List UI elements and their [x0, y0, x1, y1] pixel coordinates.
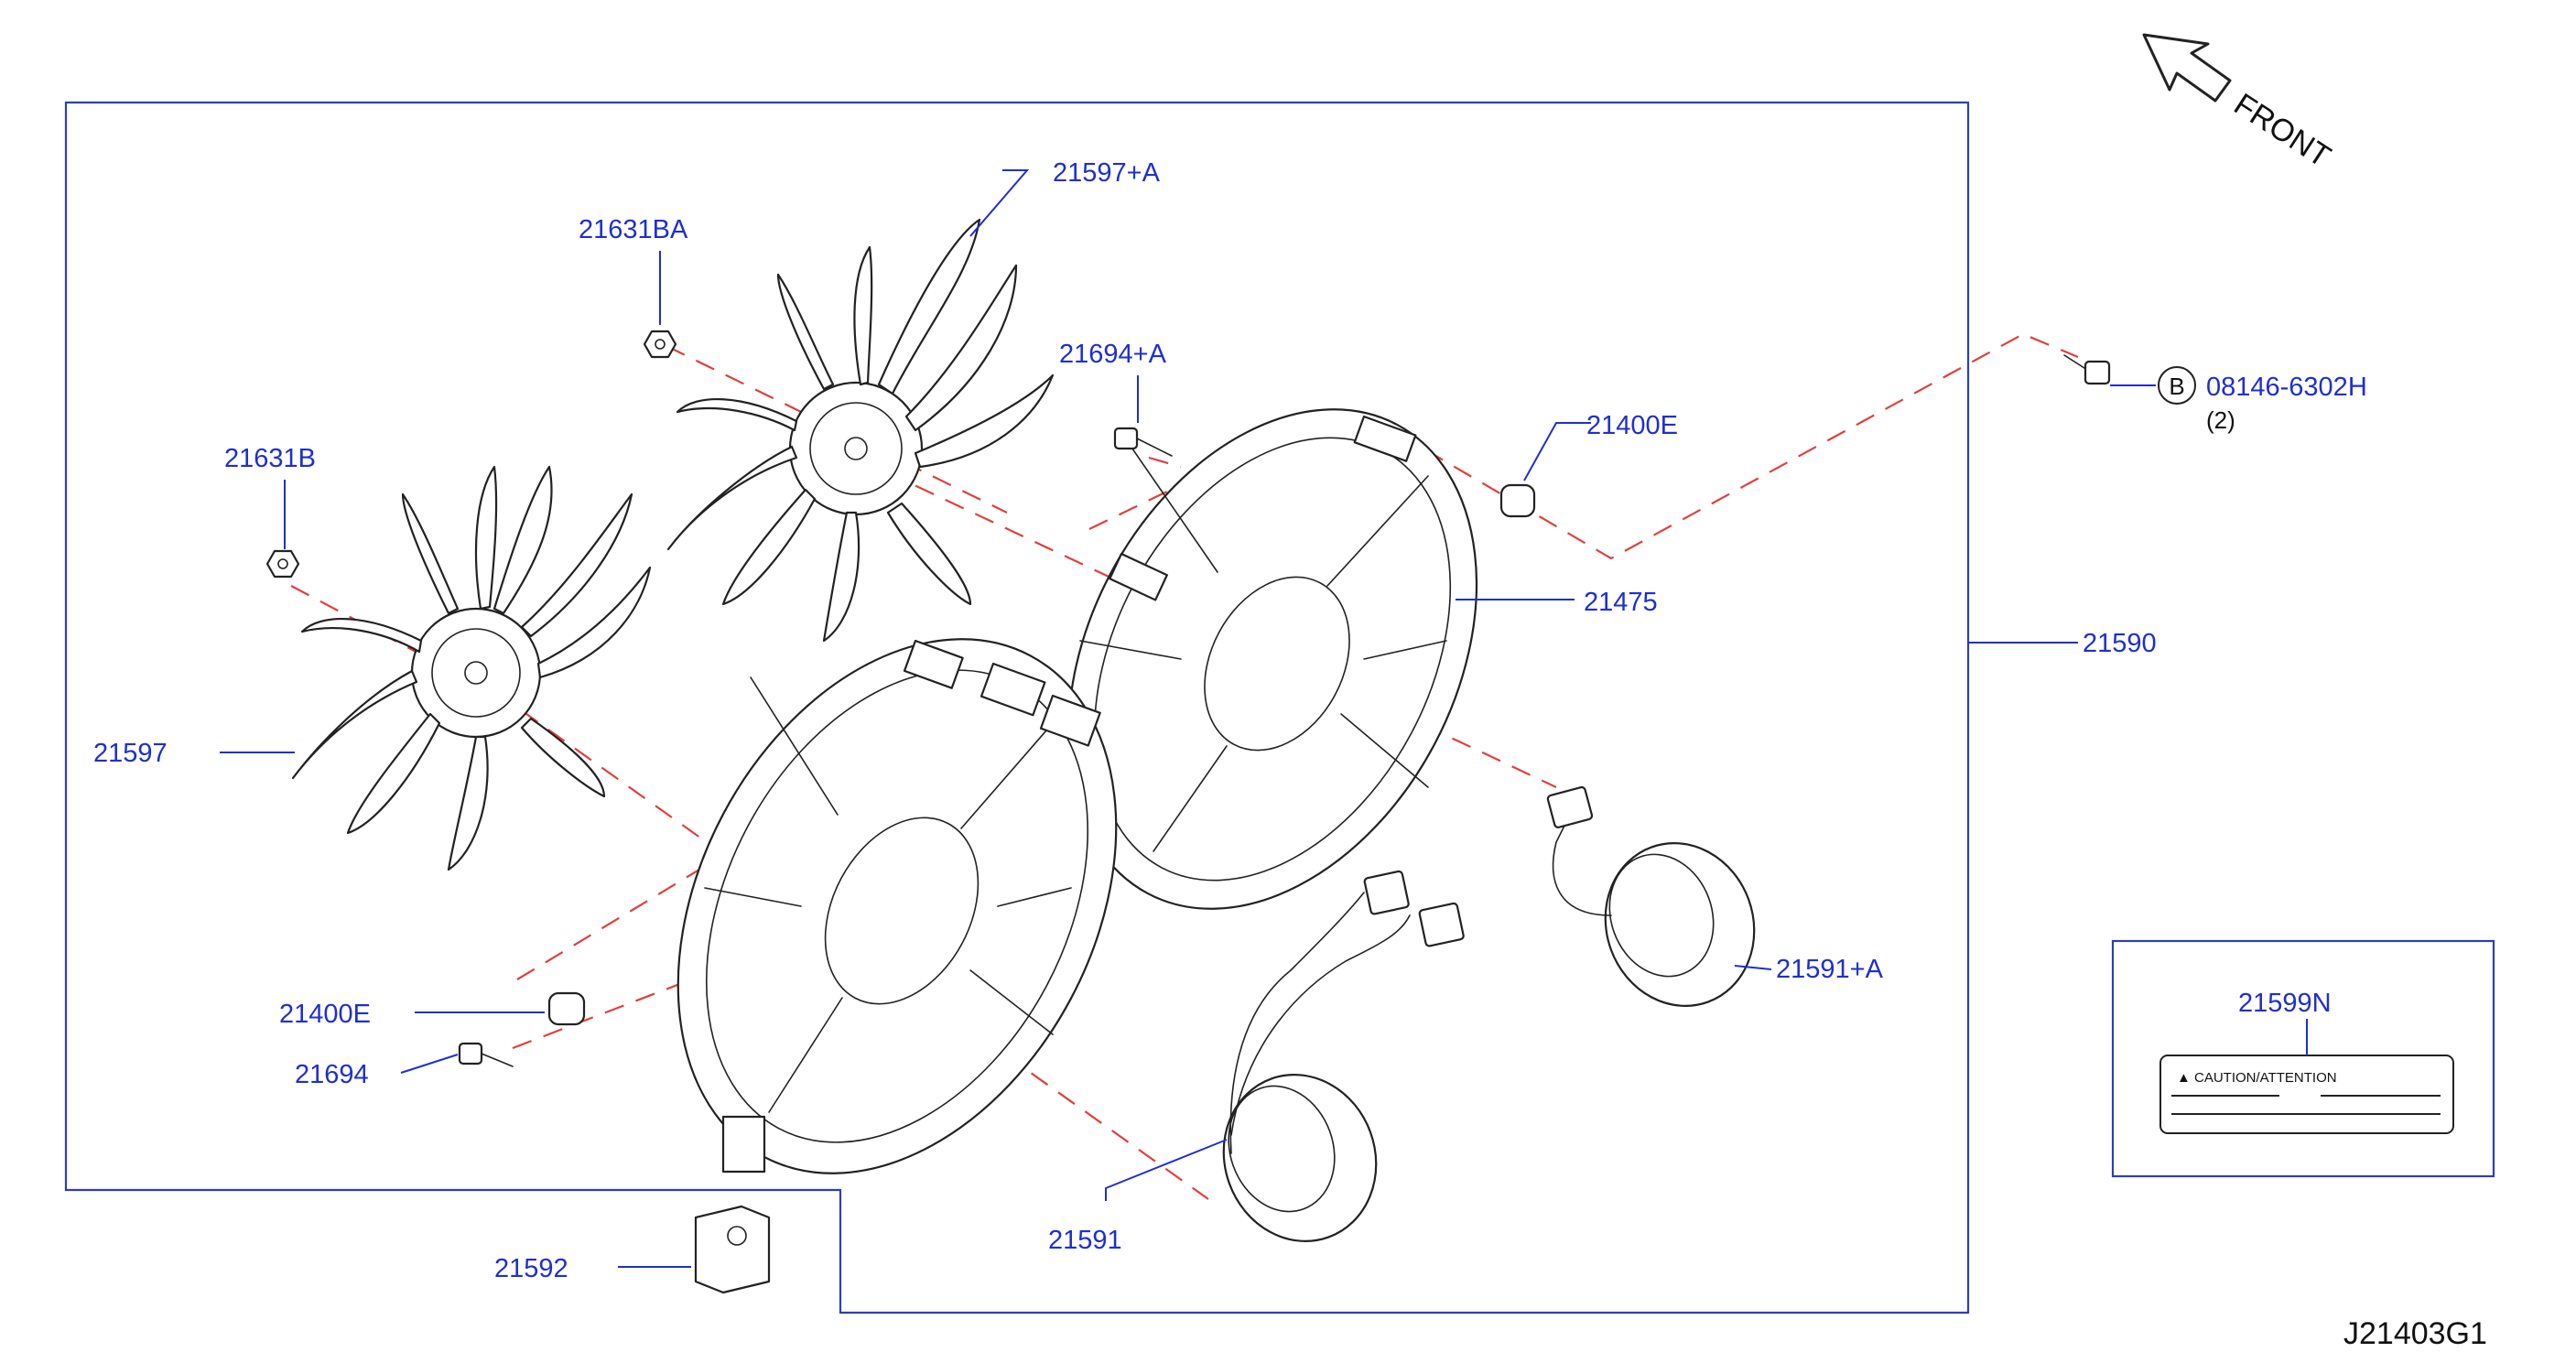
label-caution-part: 21599N	[2238, 989, 2332, 1018]
label-bracket: 21592	[494, 1254, 568, 1283]
label-bolt-qty: (2)	[2206, 406, 2235, 434]
nut-right-icon	[643, 330, 677, 359]
caution-label-text: ▲ CAUTION/ATTENTION	[2177, 1070, 2337, 1086]
label-fan-blade-left: 21597	[93, 739, 168, 768]
screw-left-icon	[458, 1042, 514, 1067]
caution-label-sticker	[2159, 1055, 2454, 1134]
bushing-left-icon	[547, 991, 586, 1026]
assembly-frame	[64, 101, 1970, 1314]
fan-motor-right	[1546, 785, 1756, 1007]
bolt-ref-letter: B	[2169, 373, 2184, 400]
fan-blade-right	[666, 218, 1055, 643]
label-motor-right: 21591+A	[1776, 955, 1884, 984]
leader-lines	[220, 169, 2156, 1268]
bolt-ref-circle	[2158, 366, 2196, 405]
label-nut-left: 21631B	[224, 444, 316, 473]
fan-motor-left	[1222, 870, 1465, 1242]
label-screw-left: 21694	[295, 1060, 369, 1089]
bracket-icon	[694, 1205, 771, 1294]
label-screw-right: 21694+A	[1059, 340, 1167, 369]
label-motor-left: 21591	[1048, 1226, 1122, 1255]
fan-shroud-right	[1066, 408, 1478, 910]
label-bushing-left: 21400E	[279, 1000, 371, 1029]
nut-left-icon	[265, 549, 300, 579]
label-fan-blade-right: 21597+A	[1053, 158, 1161, 188]
bushing-right-icon	[1499, 483, 1536, 518]
diagram-id: J21403G1	[2343, 1316, 2487, 1351]
bolt-icon	[2063, 354, 2111, 385]
label-bolt-code: 08146-6302H	[2206, 373, 2367, 402]
fan-blade-left	[291, 465, 652, 871]
label-nut-right: 21631BA	[579, 215, 688, 244]
label-fan-assembly: 21590	[2083, 629, 2157, 658]
caution-label-box	[2111, 939, 2495, 1178]
fan-shroud-left	[676, 638, 1118, 1174]
label-shroud-right: 21475	[1584, 588, 1658, 617]
front-label: FRONT	[2228, 87, 2337, 175]
front-arrow-icon	[2142, 33, 2232, 103]
label-bushing-right: 21400E	[1586, 411, 1678, 440]
screw-right-icon	[1113, 427, 1173, 457]
